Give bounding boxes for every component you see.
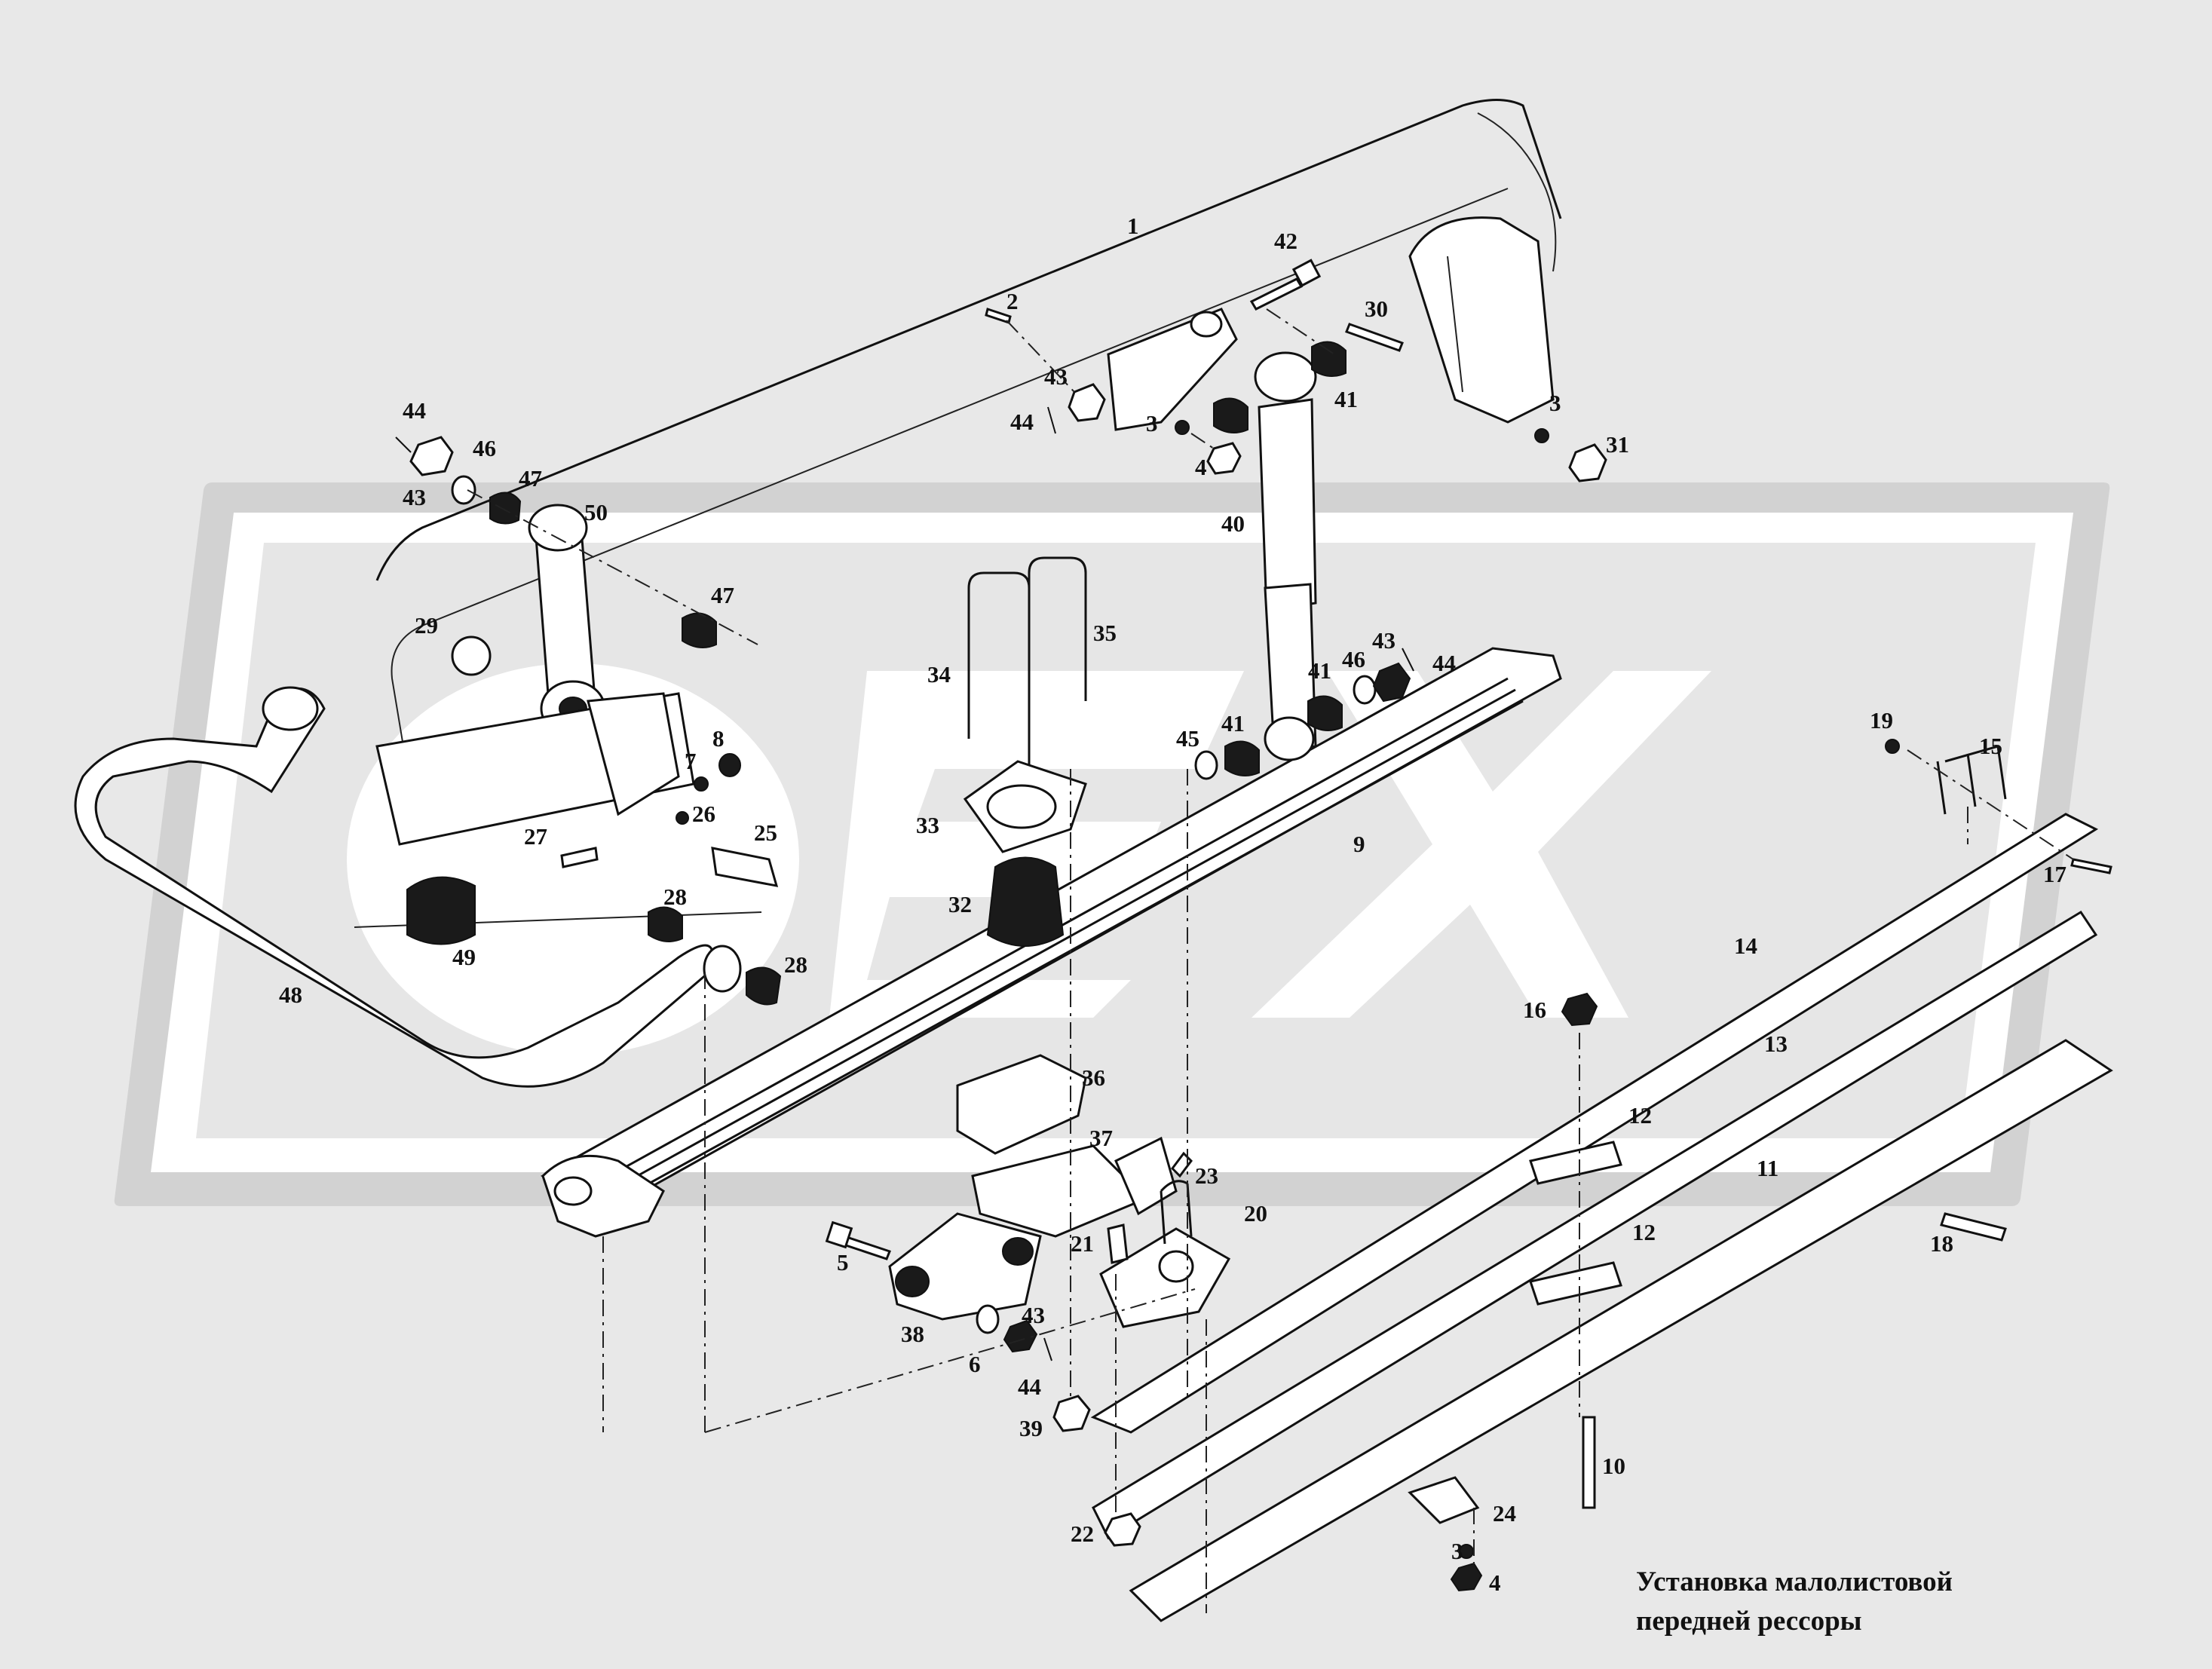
callout-37: 37 bbox=[1089, 1125, 1113, 1151]
spring-hanger bbox=[1408, 216, 1555, 424]
callout-44: 44 bbox=[1432, 650, 1456, 676]
callout-11: 11 bbox=[1757, 1155, 1778, 1181]
callout-25: 25 bbox=[754, 819, 777, 846]
callout-43: 43 bbox=[1372, 627, 1396, 654]
front-bracket bbox=[1099, 1227, 1231, 1328]
callout-29: 29 bbox=[415, 612, 438, 639]
callout-46: 46 bbox=[1342, 646, 1365, 672]
callout-6: 6 bbox=[969, 1351, 981, 1377]
caption-line-2: передней рессоры bbox=[1636, 1606, 1862, 1637]
callout-18: 18 bbox=[1930, 1230, 1953, 1257]
callout-42: 42 bbox=[1274, 228, 1297, 254]
callout-44: 44 bbox=[403, 397, 426, 424]
callout-1: 1 bbox=[1127, 213, 1139, 239]
callout-38: 38 bbox=[901, 1321, 924, 1347]
callout-24: 24 bbox=[1493, 1500, 1516, 1527]
u-bolts bbox=[967, 556, 1087, 769]
callout-14: 14 bbox=[1734, 932, 1757, 959]
callout-31: 31 bbox=[1606, 431, 1629, 458]
callout-32: 32 bbox=[948, 891, 972, 917]
shock-absorber bbox=[1254, 351, 1317, 761]
callout-44: 44 bbox=[1018, 1373, 1041, 1400]
spacer-block bbox=[956, 1054, 1087, 1155]
callout-40: 40 bbox=[1221, 510, 1245, 537]
callout-48: 48 bbox=[279, 981, 302, 1008]
bolts bbox=[395, 259, 2112, 1509]
callout-35: 35 bbox=[1093, 620, 1117, 646]
callout-43: 43 bbox=[403, 484, 426, 510]
frame-rail bbox=[375, 99, 1562, 770]
bracket-plate bbox=[354, 692, 762, 928]
alignment-lines bbox=[467, 308, 2074, 1613]
callout-labels: 1233344567891011121213141516171819202122… bbox=[279, 213, 2066, 1596]
callout-44: 44 bbox=[1010, 409, 1034, 435]
upper-bracket bbox=[1107, 308, 1238, 431]
caption-line-1: Установка малолистовой bbox=[1636, 1566, 1953, 1597]
callout-26: 26 bbox=[692, 801, 715, 827]
callout-2: 2 bbox=[1006, 288, 1019, 314]
callout-41: 41 bbox=[1221, 710, 1245, 737]
callout-33: 33 bbox=[916, 812, 939, 838]
callout-45: 45 bbox=[1176, 725, 1199, 752]
callout-13: 13 bbox=[1764, 1030, 1788, 1057]
callout-41: 41 bbox=[1308, 657, 1331, 684]
diagram-caption: Установка малолистовой передней рессоры bbox=[1636, 1566, 1953, 1637]
callout-47: 47 bbox=[711, 582, 734, 608]
spring-shackle bbox=[888, 1212, 1042, 1321]
callout-23: 23 bbox=[1195, 1162, 1218, 1189]
callout-3: 3 bbox=[1549, 390, 1561, 416]
callout-49: 49 bbox=[452, 944, 476, 970]
callout-19: 19 bbox=[1870, 707, 1893, 733]
callout-9: 9 bbox=[1353, 831, 1365, 857]
stabilizer-bar bbox=[74, 686, 742, 1088]
callout-3: 3 bbox=[1451, 1538, 1463, 1564]
callout-15: 15 bbox=[1979, 733, 2002, 759]
callout-43: 43 bbox=[1022, 1302, 1045, 1328]
spring-pad bbox=[963, 760, 1087, 853]
callout-17: 17 bbox=[2043, 861, 2066, 887]
callout-3: 3 bbox=[1146, 410, 1158, 436]
callout-7: 7 bbox=[685, 748, 697, 774]
callout-20: 20 bbox=[1244, 1200, 1267, 1226]
callout-41: 41 bbox=[1334, 386, 1358, 412]
callout-12: 12 bbox=[1628, 1102, 1652, 1128]
callout-5: 5 bbox=[837, 1249, 849, 1275]
callout-10: 10 bbox=[1602, 1453, 1625, 1479]
small-parts bbox=[406, 341, 1900, 1592]
callout-12: 12 bbox=[1632, 1219, 1656, 1245]
callout-30: 30 bbox=[1365, 296, 1388, 322]
callout-43: 43 bbox=[1044, 363, 1068, 390]
callout-47: 47 bbox=[519, 465, 542, 492]
callout-16: 16 bbox=[1523, 997, 1546, 1023]
callout-39: 39 bbox=[1019, 1415, 1043, 1441]
callout-28: 28 bbox=[663, 883, 687, 910]
callout-4: 4 bbox=[1489, 1569, 1501, 1596]
callout-28: 28 bbox=[784, 951, 807, 978]
callout-22: 22 bbox=[1071, 1520, 1094, 1547]
callout-50: 50 bbox=[584, 499, 608, 525]
callout-8: 8 bbox=[712, 725, 725, 752]
spring-eye bbox=[541, 1154, 665, 1238]
callout-34: 34 bbox=[927, 661, 951, 688]
lower-plate bbox=[971, 1136, 1178, 1238]
bump-stop bbox=[986, 856, 1065, 947]
callout-4: 4 bbox=[1195, 454, 1207, 480]
callout-46: 46 bbox=[473, 435, 496, 461]
callout-36: 36 bbox=[1082, 1064, 1105, 1091]
callout-21: 21 bbox=[1071, 1230, 1094, 1257]
callout-27: 27 bbox=[524, 823, 547, 850]
